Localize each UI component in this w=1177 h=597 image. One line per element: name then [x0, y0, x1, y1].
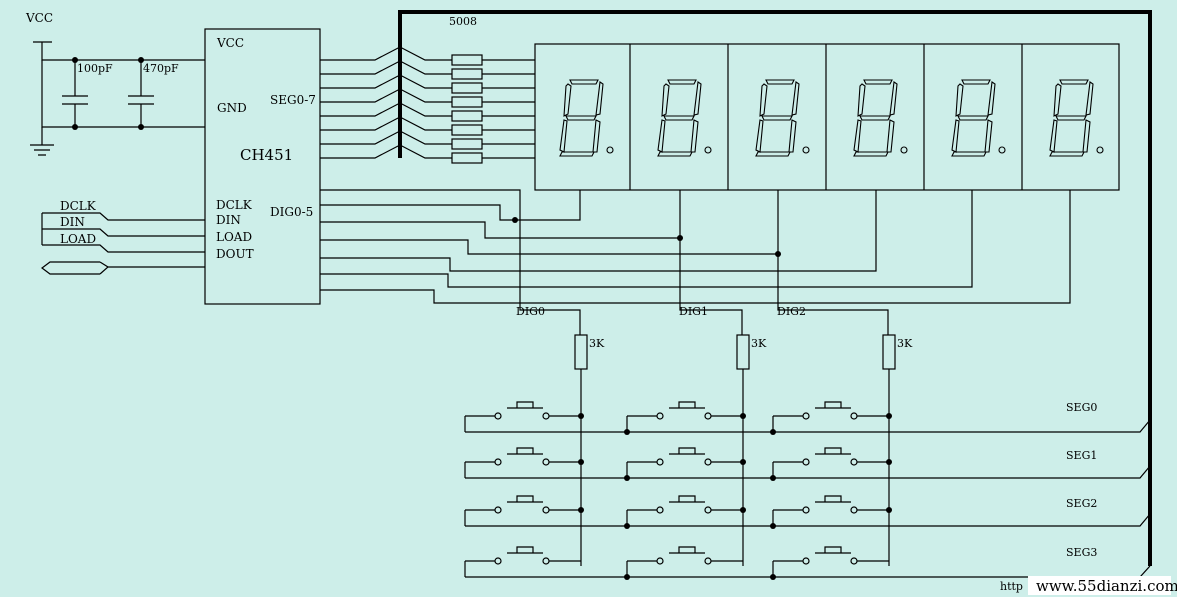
seg0-label: SEG0 — [1066, 401, 1097, 414]
digit-0 — [559, 79, 614, 157]
chip-pin-load: LOAD — [216, 230, 252, 244]
key-matrix: SEG0 SEG1 SEG2 — [464, 401, 1151, 580]
ch451-chip: VCC GND SEG0-7 CH451 DCLK DIN LOAD DOUT … — [204, 28, 321, 305]
pullup-label-2: 3K — [897, 337, 913, 350]
cap1-label: 100pF — [77, 62, 113, 75]
key-row-3: SEG3 — [464, 546, 1151, 580]
serial-inputs: DCLK DIN LOAD — [41, 199, 205, 275]
digit-5 — [1049, 79, 1104, 157]
pullup-resistors: 3K 3K 3K — [574, 334, 913, 566]
chip-pin-gnd: GND — [217, 101, 247, 115]
cap2-label: 470pF — [143, 62, 179, 75]
segment-bus-frame — [398, 10, 1152, 566]
chip-name: CH451 — [240, 146, 293, 164]
key-row-1: SEG1 — [464, 447, 1151, 481]
seven-segment-display — [534, 43, 1120, 191]
input-dclk-label: DCLK — [60, 199, 97, 213]
chip-pin-vcc: VCC — [216, 36, 244, 50]
chip-pin-dclk: DCLK — [216, 198, 253, 212]
seg3-label: SEG3 — [1066, 546, 1097, 559]
watermark-prefix: http — [1000, 580, 1023, 593]
chip-pin-dig: DIG0-5 — [270, 205, 313, 219]
chip-body — [204, 28, 321, 305]
chip-pin-dout: DOUT — [216, 247, 254, 261]
digit-3 — [853, 79, 908, 157]
digit-1 — [657, 79, 712, 157]
chip-pin-seg: SEG0-7 — [270, 93, 316, 107]
key-row-2: SEG2 — [464, 495, 1151, 529]
resistor-array — [451, 54, 483, 164]
input-load-label: LOAD — [60, 232, 96, 246]
chip-pin-din: DIN — [216, 213, 241, 227]
dig0-label: DIG0 — [516, 305, 545, 318]
dig1-label: DIG1 — [679, 305, 708, 318]
vcc-label: VCC — [25, 11, 53, 25]
pullup-label-1: 3K — [751, 337, 767, 350]
seg2-label: SEG2 — [1066, 497, 1097, 510]
digit-drive-lines: DIG0 DIG1 DIG2 — [320, 189, 1071, 335]
segment-lines — [320, 46, 535, 159]
resistor-array-label: 5008 — [449, 15, 477, 28]
digit-4 — [951, 79, 1006, 157]
watermark-box — [1028, 576, 1171, 595]
input-din-label: DIN — [60, 215, 85, 229]
watermark: http www.55dianzi.com — [1000, 576, 1177, 595]
seg1-label: SEG1 — [1066, 449, 1097, 462]
key-row-0: SEG0 — [464, 401, 1151, 435]
power-section: VCC 100pF 470pF — [25, 11, 205, 156]
watermark-url: www.55dianzi.com — [1036, 577, 1177, 595]
dig2-label: DIG2 — [777, 305, 806, 318]
pullup-label-0: 3K — [589, 337, 605, 350]
display-frame — [534, 43, 1120, 191]
digit-2 — [755, 79, 810, 157]
